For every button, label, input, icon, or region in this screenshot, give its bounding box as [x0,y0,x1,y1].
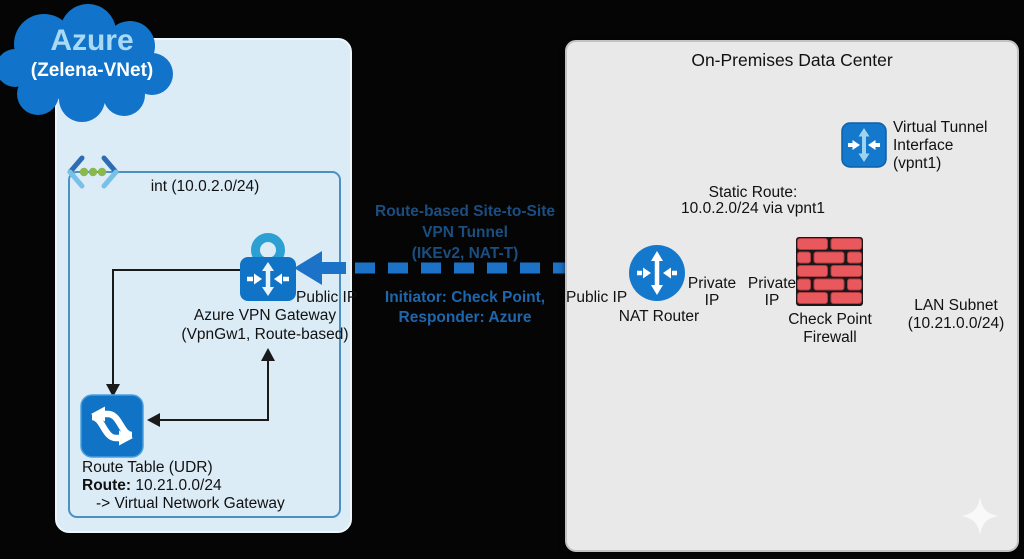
route-table-route: Route: 10.21.0.0/24 [82,477,222,494]
gateway-sku-label: (VpnGw1, Route-based) [181,326,349,343]
checkpoint-firewall-icon [796,237,863,306]
static-route-label: Static Route: 10.0.2.0/24 via vpnt1 [681,184,825,217]
nat-router-icon [629,245,685,301]
vnet-icon [67,155,119,189]
sparkle-icon [961,497,999,535]
router-private-ip-label: Private IP [687,275,737,309]
vpn-gateway-icon [240,233,296,301]
gateway-public-ip-label: Public IP [296,289,358,306]
cloud-title: Azure [50,24,134,57]
onprem-title: On-Premises Data Center [691,50,893,70]
route-table-text: Route Table (UDR) Route: 10.21.0.0/24 ->… [82,459,312,513]
tunnel-label: Route-based Site-to-Site VPN Tunnel (IKE… [375,203,555,262]
route-table-title: Route Table (UDR) [82,459,213,476]
onprem-panel [565,40,1019,552]
cloud-subtitle: (Zelena-VNet) [30,60,154,81]
route-table-icon [80,394,144,458]
router-public-ip-label: Public IP [566,289,628,306]
gateway-name-label: Azure VPN Gateway [193,307,337,324]
firewall-name-label: Check Point Firewall [788,311,872,346]
subnet-box [68,171,341,518]
router-name-label: NAT Router [618,308,700,325]
vti-label: Virtual Tunnel Interface (vpnt1) [893,119,988,172]
azure-cloud-icon [0,4,173,122]
subnet-label: int (10.0.2.0/24) [150,178,260,195]
lan-subnet-label: LAN Subnet (10.21.0.0/24) [907,297,1005,332]
virtual-tunnel-interface-icon [841,122,887,168]
route-table-target: -> Virtual Network Gateway [96,495,285,512]
tunnel-initiator-label: Initiator: Check Point, Responder: Azure [384,289,546,326]
firewall-private-ip-label: Private IP [747,275,797,309]
